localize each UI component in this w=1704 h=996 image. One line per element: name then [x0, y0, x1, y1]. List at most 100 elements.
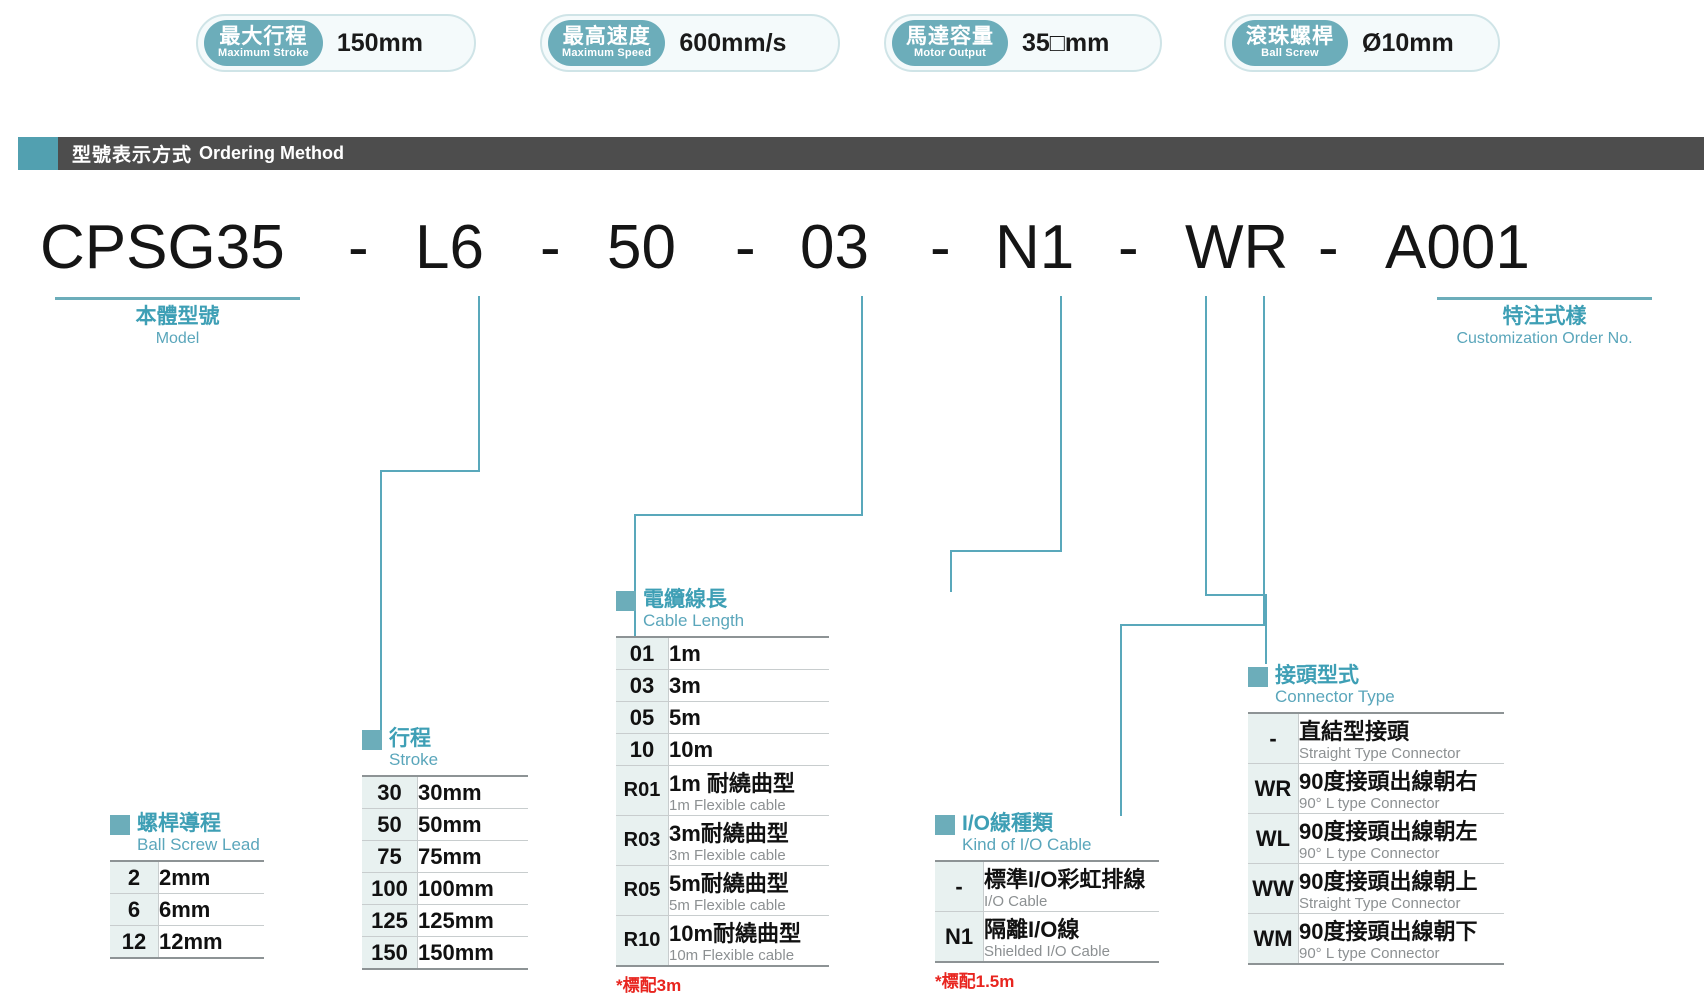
- option-value-main: 隔離I/O線: [984, 917, 1080, 942]
- table-row: - 直結型接頭 Straight Type Connector: [1248, 712, 1504, 764]
- table-row: R01 1m 耐繞曲型 1m Flexible cable: [616, 765, 829, 816]
- option-value-sub: Straight Type Connector: [1299, 745, 1461, 762]
- option-key: 01: [616, 636, 669, 670]
- table-row: 12 12mm: [110, 925, 264, 959]
- spec-value: 35□mm: [1022, 28, 1110, 57]
- option-value-main: 90度接頭出線朝左: [1299, 819, 1478, 844]
- option-key: 05: [616, 701, 669, 734]
- option-value: 5m耐繞曲型 5m Flexible cable: [668, 865, 829, 916]
- table-row: R05 5m耐繞曲型 5m Flexible cable: [616, 865, 829, 916]
- leader-line-connector-v1: [1205, 296, 1207, 596]
- option-value-main: 10m耐繞曲型: [669, 921, 802, 946]
- spec-label-cn: 最大行程: [219, 25, 308, 48]
- table-row: 01 1m: [616, 636, 829, 670]
- section-header: 型號表示方式 Ordering Method: [0, 137, 1704, 170]
- code-segment-io: N1: [995, 213, 1075, 282]
- group-stroke: 行程 Stroke 30 30mm 50 50mm 75 75mm 100 10…: [362, 727, 528, 970]
- leader-line-stroke-h: [634, 514, 863, 516]
- option-value-main: 標準I/O彩虹排線: [984, 867, 1146, 892]
- option-table-stroke: 30 30mm 50 50mm 75 75mm 100 100mm 125 12…: [362, 775, 528, 970]
- option-value-sub: 1m Flexible cable: [669, 797, 786, 814]
- code-separator-4: -: [930, 213, 951, 282]
- section-title-cn: 型號表示方式: [72, 145, 193, 166]
- leader-line-io-v2: [1120, 624, 1122, 816]
- section-header-text: 型號表示方式 Ordering Method: [72, 137, 344, 170]
- option-value: 125mm: [417, 904, 528, 937]
- leader-line-io-v1: [1263, 296, 1265, 626]
- leader-line-stroke-v1: [861, 296, 863, 516]
- caption-cn: 本體型號: [135, 305, 220, 328]
- table-row: WW 90度接頭出線朝上 Straight Type Connector: [1248, 863, 1504, 914]
- group-cable-length: 電纜線長 Cable Length 01 1m 03 3m 05 5m 10 1…: [616, 588, 829, 996]
- option-value-main: 75mm: [418, 843, 482, 869]
- option-table-cable-length: 01 1m 03 3m 05 5m 10 10m R01 1m 耐繞曲型 1m …: [616, 636, 829, 967]
- spec-value: 600mm/s: [679, 28, 787, 57]
- group-io-cable: I/O線種類 Kind of I/O Cable - 標準I/O彩虹排線 I/O…: [935, 812, 1159, 992]
- group-note: *標配1.5m: [935, 972, 1015, 991]
- option-table-io-cable: - 標準I/O彩虹排線 I/O Cable N1 隔離I/O線 Shielded…: [935, 860, 1159, 963]
- group-title-en: Ball Screw Lead: [137, 835, 260, 854]
- option-value-main: 直結型接頭: [1299, 719, 1410, 744]
- spec-label-en: Motor Output: [913, 47, 987, 59]
- caption-model: 本體型號 Model: [55, 297, 300, 348]
- option-key: 50: [362, 808, 418, 841]
- caption-rule: [1437, 297, 1652, 300]
- group-title-cn: 行程: [389, 727, 431, 750]
- option-key: -: [935, 860, 984, 912]
- option-value: 隔離I/O線 Shielded I/O Cable: [983, 911, 1159, 963]
- spec-badge-pill: 最大行程 Maximum Stroke: [204, 20, 323, 66]
- option-key: R05: [616, 865, 669, 916]
- group-marker-square: [616, 591, 636, 611]
- table-row: R03 3m耐繞曲型 3m Flexible cable: [616, 815, 829, 866]
- code-segment-connector: WR: [1185, 213, 1289, 282]
- group-title-en: Stroke: [389, 750, 439, 769]
- code-segment-stroke: 50: [607, 213, 676, 282]
- option-value-main: 150mm: [418, 939, 494, 965]
- option-value-main: 10m: [669, 736, 714, 762]
- group-title-cn: I/O線種類: [962, 812, 1054, 835]
- option-value: 3m耐繞曲型 3m Flexible cable: [668, 815, 829, 866]
- table-row: 6 6mm: [110, 893, 264, 926]
- spec-label-en: Maximum Speed: [562, 47, 652, 59]
- option-key: N1: [935, 911, 984, 963]
- leader-line-io-h: [1120, 624, 1265, 626]
- option-key: R01: [616, 765, 669, 816]
- code-separator-6: -: [1318, 213, 1339, 282]
- spec-badge-pill: 最高速度 Maximum Speed: [548, 20, 666, 66]
- section-title-en: Ordering Method: [199, 143, 345, 163]
- table-row: R10 10m耐繞曲型 10m Flexible cable: [616, 915, 829, 967]
- table-row: 75 75mm: [362, 840, 528, 873]
- leader-line-cable-v1: [1060, 296, 1062, 552]
- option-value: 6mm: [158, 893, 264, 926]
- option-value: 90度接頭出線朝下 90° L type Connector: [1298, 913, 1504, 965]
- group-title-en: Cable Length: [643, 611, 745, 630]
- spec-label-cn: 滾珠螺桿: [1246, 25, 1334, 48]
- leader-line-connector-h2: [1205, 594, 1267, 596]
- group-title-cn: 電纜線長: [643, 588, 727, 611]
- option-key: 125: [362, 904, 418, 937]
- option-value-sub: 3m Flexible cable: [669, 847, 786, 864]
- option-value-main: 90度接頭出線朝右: [1299, 769, 1478, 794]
- option-value: 1m 耐繞曲型 1m Flexible cable: [668, 765, 829, 816]
- option-value-main: 90度接頭出線朝上: [1299, 869, 1478, 894]
- option-value-main: 3m: [669, 672, 701, 698]
- table-row: WM 90度接頭出線朝下 90° L type Connector: [1248, 913, 1504, 965]
- option-value: 3m: [668, 669, 829, 702]
- option-value: 2mm: [158, 860, 264, 894]
- table-row: 100 100mm: [362, 872, 528, 905]
- leader-line-cable-h: [950, 550, 1062, 552]
- option-value-sub: Straight Type Connector: [1299, 895, 1461, 912]
- table-row: - 標準I/O彩虹排線 I/O Cable: [935, 860, 1159, 912]
- option-value-main: 12mm: [159, 928, 223, 954]
- option-value-main: 3m耐繞曲型: [669, 821, 789, 846]
- group-marker-square: [1248, 667, 1268, 687]
- option-value-main: 30mm: [418, 779, 482, 805]
- option-value: 50mm: [417, 808, 528, 841]
- option-value-sub: 90° L type Connector: [1299, 845, 1440, 862]
- spec-badge-pill: 馬達容量 Motor Output: [892, 20, 1008, 66]
- spec-label-en: Maximum Stroke: [218, 47, 309, 59]
- option-value: 150mm: [417, 936, 528, 970]
- table-row: 150 150mm: [362, 936, 528, 970]
- option-key: R03: [616, 815, 669, 866]
- code-segment-lead: L6: [415, 213, 484, 282]
